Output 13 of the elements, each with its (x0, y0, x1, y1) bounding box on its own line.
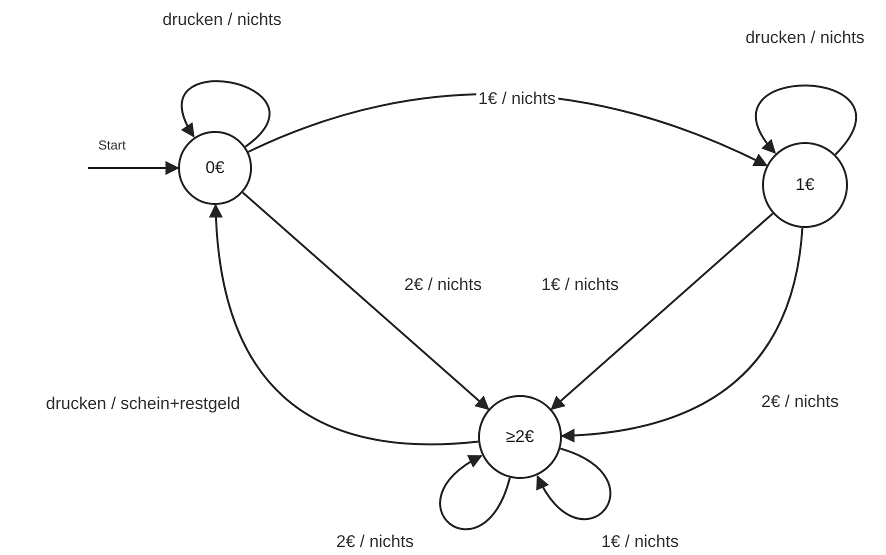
state-label: 0€ (206, 158, 224, 178)
transition-arrow (439, 455, 511, 530)
state-label: 1€ (796, 175, 814, 195)
transition-arrow (181, 80, 270, 148)
transition-arrow (242, 192, 490, 410)
state-label: ≥2€ (506, 427, 534, 447)
state-circle (478, 395, 562, 479)
transition-arrow (536, 448, 612, 520)
transition-arrow (560, 228, 804, 442)
transition-arrow (88, 161, 180, 175)
transition-arrow (550, 212, 774, 410)
transition-arrow (209, 204, 478, 446)
transition-arrow (754, 84, 857, 156)
